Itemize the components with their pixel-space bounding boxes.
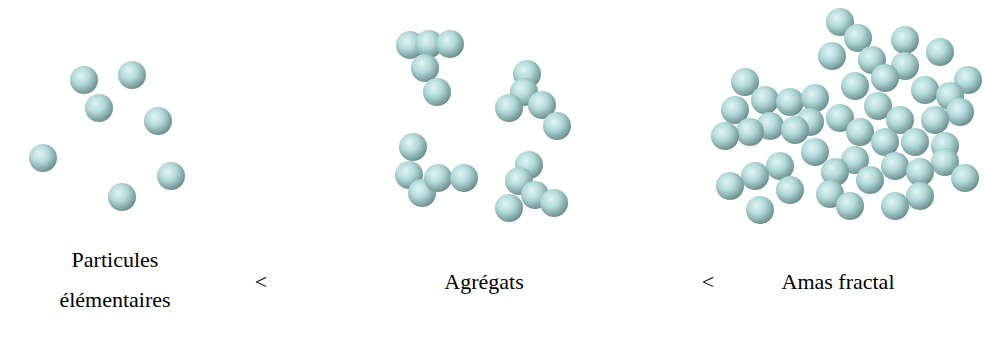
sphere [921,106,949,134]
sphere [776,88,804,116]
sphere [424,164,452,192]
comparison-sign: < [255,262,267,302]
sphere [450,164,478,192]
sphere [399,133,427,161]
sphere [746,196,774,224]
sphere [766,152,794,180]
sphere [891,26,919,54]
sphere [906,182,934,210]
sphere [946,98,974,126]
sphere [436,30,464,58]
sphere [911,76,939,104]
sphere [540,189,568,217]
aggregates [395,30,571,222]
sphere [881,192,909,220]
sphere [85,94,113,122]
sphere [801,138,829,166]
sphere [751,86,779,114]
fractal-cluster [711,8,982,224]
sphere [871,64,899,92]
sphere [157,162,185,190]
sphere [495,94,523,122]
sphere [741,162,769,190]
sphere [118,61,146,89]
sphere [781,116,809,144]
caption-label: Agrégats [444,262,523,302]
sphere [846,118,874,146]
sphere [836,192,864,220]
sphere [70,66,98,94]
sphere [495,194,523,222]
sphere [543,112,571,140]
sphere [423,78,451,106]
sphere [926,38,954,66]
sphere [901,128,929,156]
sphere [411,54,439,82]
sphere [144,107,172,135]
sphere [906,158,934,186]
elementary-particles [29,61,185,211]
sphere [841,72,869,100]
caption-label: Amas fractal [782,262,895,302]
caption-label: Particules élémentaires [30,240,200,320]
sphere [711,122,739,150]
sphere [818,42,846,70]
comparison-sign: < [702,262,714,302]
sphere [951,164,979,192]
sphere [881,152,909,180]
sphere [716,172,744,200]
sphere [29,144,57,172]
sphere [801,84,829,112]
sphere [856,166,884,194]
sphere [776,176,804,204]
sphere [108,183,136,211]
sphere [736,118,764,146]
sphere [871,128,899,156]
